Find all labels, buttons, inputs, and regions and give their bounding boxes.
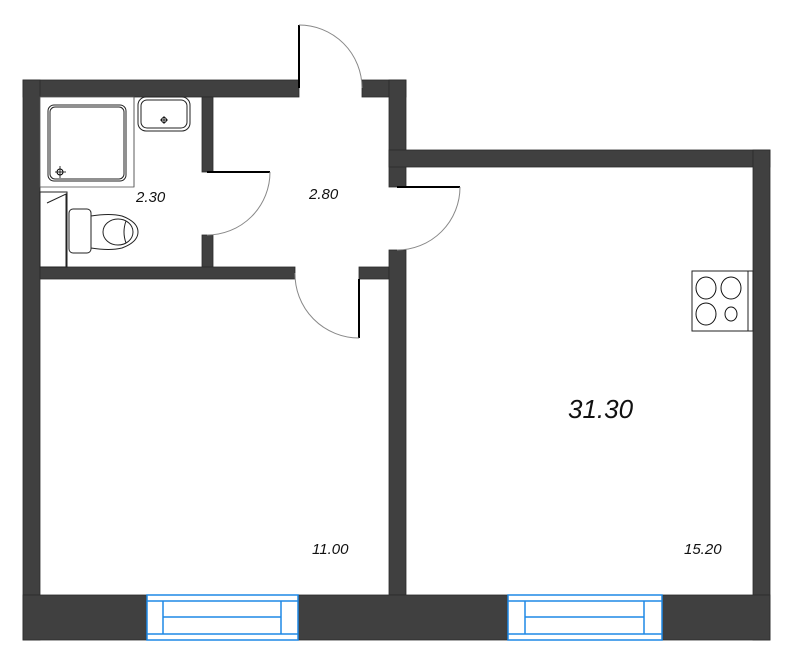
burner-icon [695,276,717,300]
kitchen-area-label: 15.20 [684,541,722,558]
total-area-label: 31.30 [568,394,634,424]
burner-icon [695,302,717,326]
bathroom-area-label: 2.30 [136,189,166,206]
doors [206,24,461,339]
toilet-tank [68,208,92,254]
bedroom-door-arc [294,272,360,339]
burner-icon [720,276,742,300]
bedroom-area-label: 11.00 [312,541,349,558]
cooktop [691,270,754,332]
entry-door-arc [298,24,363,89]
walls [22,79,771,641]
window-bedroom [146,594,299,641]
window-kitchen [507,594,663,641]
bathroom-door-arc [206,171,271,236]
bathroom-fixtures [39,96,191,268]
kitchen-door-arc [396,186,461,251]
hallway-area-label: 2.80 [309,186,339,203]
burner-icon [724,306,738,322]
